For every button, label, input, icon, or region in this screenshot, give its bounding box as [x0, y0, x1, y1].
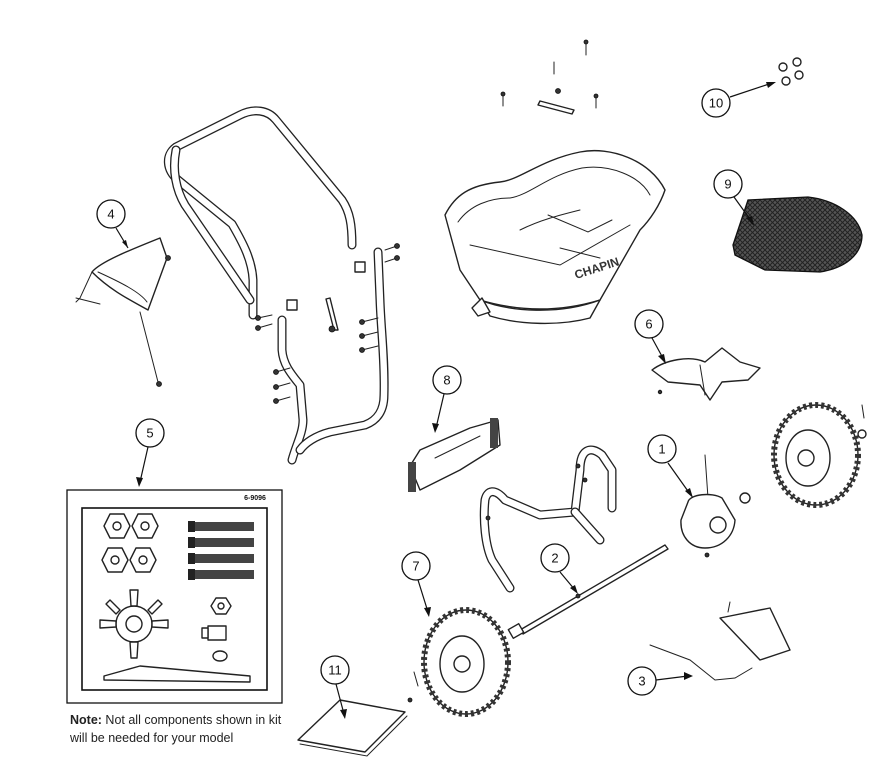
kit-impeller [99, 589, 169, 659]
lower-frame [479, 445, 617, 593]
svg-text:7: 7 [412, 559, 419, 574]
part-4-bracket [75, 237, 171, 387]
part-5-kit: 6-9096 [66, 489, 283, 704]
svg-text:10: 10 [709, 96, 723, 111]
kit-bolts [188, 521, 254, 580]
svg-text:4: 4 [107, 207, 114, 222]
upper-handle [163, 106, 357, 320]
part-9-mat [732, 196, 863, 273]
lower-handle [277, 247, 389, 465]
handle-bolts [255, 243, 400, 404]
svg-text:6: 6 [645, 317, 652, 332]
svg-text:1: 1 [658, 442, 665, 457]
note-text: Not all components shown in kit will be … [70, 713, 282, 745]
callout-1: 1 [647, 434, 693, 498]
right-wheel [771, 402, 867, 508]
svg-text:11: 11 [328, 663, 342, 678]
svg-text:8: 8 [443, 373, 450, 388]
kit-note: Note: Not all components shown in kit wi… [70, 711, 300, 747]
callout-7: 7 [401, 551, 431, 617]
callouts: 4 10 9 6 8 1 [96, 82, 776, 719]
callout-5: 5 [135, 418, 165, 487]
part-2-axle [507, 544, 669, 640]
kit-code: 6-9096 [244, 495, 266, 502]
callout-6: 6 [634, 309, 666, 364]
callout-3: 3 [627, 666, 693, 696]
svg-text:3: 3 [638, 674, 645, 689]
part-10-nuts [778, 57, 804, 86]
part-8-deflector [408, 418, 501, 492]
svg-text:2: 2 [551, 551, 558, 566]
part-6-impeller [651, 347, 761, 401]
svg-text:9: 9 [724, 177, 731, 192]
hopper: CHAPIN [444, 149, 666, 325]
callout-8: 8 [432, 365, 462, 433]
callout-9: 9 [713, 169, 754, 226]
part-7-wheel [407, 607, 511, 717]
top-hardware [500, 39, 599, 115]
part-1-gearbox [680, 454, 751, 558]
part-11-manual [297, 699, 408, 757]
callout-10: 10 [701, 82, 776, 118]
callout-11: 11 [320, 655, 350, 719]
callout-2: 2 [540, 543, 578, 594]
kit-plates [101, 513, 159, 573]
callout-4: 4 [96, 199, 129, 249]
note-prefix: Note: [70, 713, 102, 727]
part-3-gate [649, 601, 791, 681]
svg-text:5: 5 [146, 426, 153, 441]
